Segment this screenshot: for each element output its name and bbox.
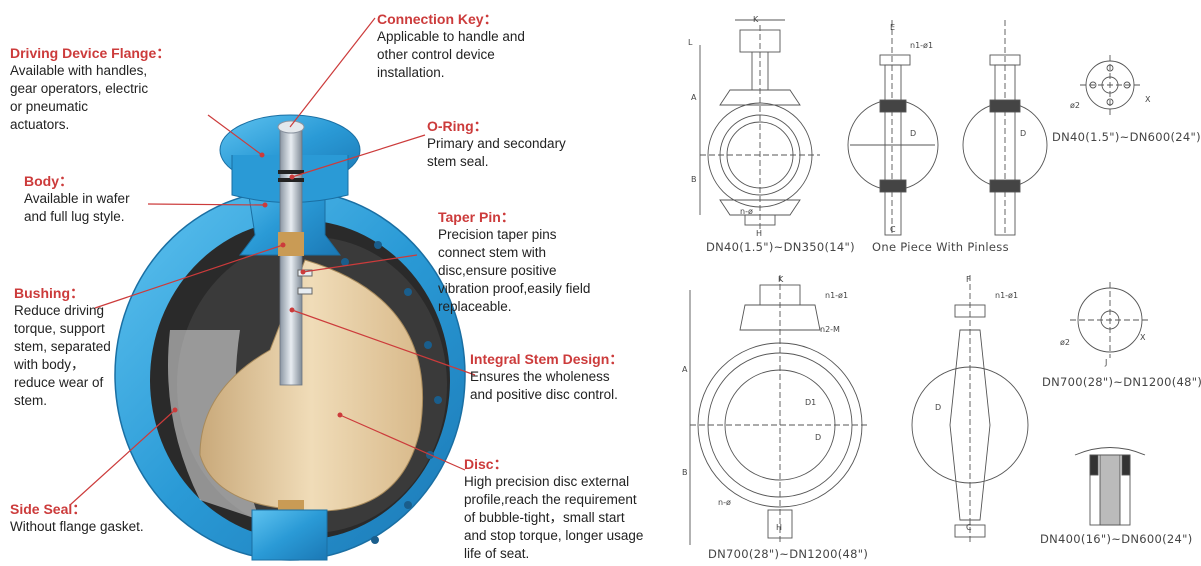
callout-desc: Available in wafer and full lug style.: [24, 191, 130, 224]
label-K: K: [753, 15, 759, 24]
caption-dn400-600: DN400(16")~DN600(24"): [1040, 532, 1193, 546]
label-B: B: [691, 175, 697, 184]
label-D-c: D: [815, 433, 821, 442]
label-H: H: [756, 229, 762, 238]
label-A: A: [691, 93, 697, 102]
label-phi2-a: ø2: [1070, 101, 1080, 110]
caption-dn700-1200-front: DN700(28")~DN1200(48"): [708, 547, 869, 561]
label-C-b: C: [966, 523, 972, 532]
callout-desc: Reduce driving torque, support stem, sep…: [14, 303, 111, 408]
callout-title: O-Ring：: [427, 118, 488, 134]
label-n1-phi1-b: n1-ø1: [825, 291, 848, 300]
callout-side-seal: Side Seal： Without flange gasket.: [10, 500, 180, 536]
drawing-dn700-1200-side: [911, 275, 1029, 545]
callout-desc: Applicable to handle and other control d…: [377, 29, 525, 80]
label-X-a: X: [1145, 95, 1151, 104]
callout-taper-pin: Taper Pin： Precision taper pins connect …: [438, 208, 638, 316]
callout-desc: Primary and secondary stem seal.: [427, 136, 566, 169]
label-D-b: D: [1020, 129, 1026, 138]
label-A-b: A: [682, 365, 688, 374]
callout-desc: Available with handles, gear operators, …: [10, 63, 149, 132]
label-D-a: D: [910, 129, 916, 138]
callout-desc: High precision disc external profile,rea…: [464, 474, 644, 561]
caption-one-piece: One Piece With Pinless: [872, 240, 1009, 254]
callout-connection-key: Connection Key： Applicable to handle and…: [377, 10, 567, 82]
caption-dn40-600: DN40(1.5")~DN600(24"): [1052, 130, 1201, 144]
callout-desc: Without flange gasket.: [10, 519, 144, 534]
callout-desc: Precision taper pins connect stem with d…: [438, 227, 591, 314]
label-n1-phi1-a: n1-ø1: [910, 41, 933, 50]
callout-title: Connection Key：: [377, 11, 498, 27]
label-n1-phi1-c: n1-ø1: [995, 291, 1018, 300]
label-C-a: C: [890, 225, 896, 234]
drawing-top-flange-small: [1080, 55, 1140, 115]
label-phi2-b: ø2: [1060, 338, 1070, 347]
drawing-top-flange-large: [1070, 282, 1150, 358]
callout-body: Body： Available in wafer and full lug st…: [24, 172, 164, 226]
label-J: J: [1104, 358, 1107, 367]
drawing-dn40-350: [699, 19, 820, 230]
drawing-dn400-600-section: [1074, 447, 1146, 526]
label-X-b: X: [1140, 333, 1146, 342]
label-K-b: K: [778, 275, 784, 284]
callout-bushing: Bushing： Reduce driving torque, support …: [14, 284, 134, 410]
callout-title: Integral Stem Design：: [470, 351, 624, 367]
callout-driving-device-flange: Driving Device Flange： Available with ha…: [10, 44, 175, 134]
label-D-d: D: [935, 403, 941, 412]
callout-title: Body：: [24, 173, 73, 189]
label-H-b: H: [776, 523, 782, 532]
label-n-phi: n-ø: [740, 207, 753, 216]
callout-integral-stem: Integral Stem Design： Ensures the wholen…: [470, 350, 670, 404]
callout-title: Disc：: [464, 456, 508, 472]
drawing-dn700-1200-front: [689, 275, 870, 545]
label-E: E: [890, 23, 895, 32]
drawing-one-piece: [847, 20, 1048, 236]
label-n-phi-b: n-ø: [718, 498, 731, 507]
caption-dn40-350: DN40(1.5")~DN350(14"): [706, 240, 855, 254]
callout-title: Side Seal：: [10, 501, 87, 517]
callout-title: Driving Device Flange：: [10, 45, 171, 61]
label-L: L: [688, 38, 693, 47]
callout-disc: Disc： High precision disc external profi…: [464, 455, 679, 563]
label-B-b: B: [682, 468, 688, 477]
callout-title: Bushing：: [14, 285, 84, 301]
label-D1: D1: [805, 398, 816, 407]
label-F: F: [966, 275, 971, 284]
callout-o-ring: O-Ring： Primary and secondary stem seal.: [427, 117, 607, 171]
label-n2-M: n2-M: [820, 325, 840, 334]
callout-title: Taper Pin：: [438, 209, 515, 225]
callout-desc: Ensures the wholeness and positive disc …: [470, 369, 618, 402]
caption-dn700-1200-flange: DN700(28")~DN1200(48"): [1042, 375, 1201, 389]
